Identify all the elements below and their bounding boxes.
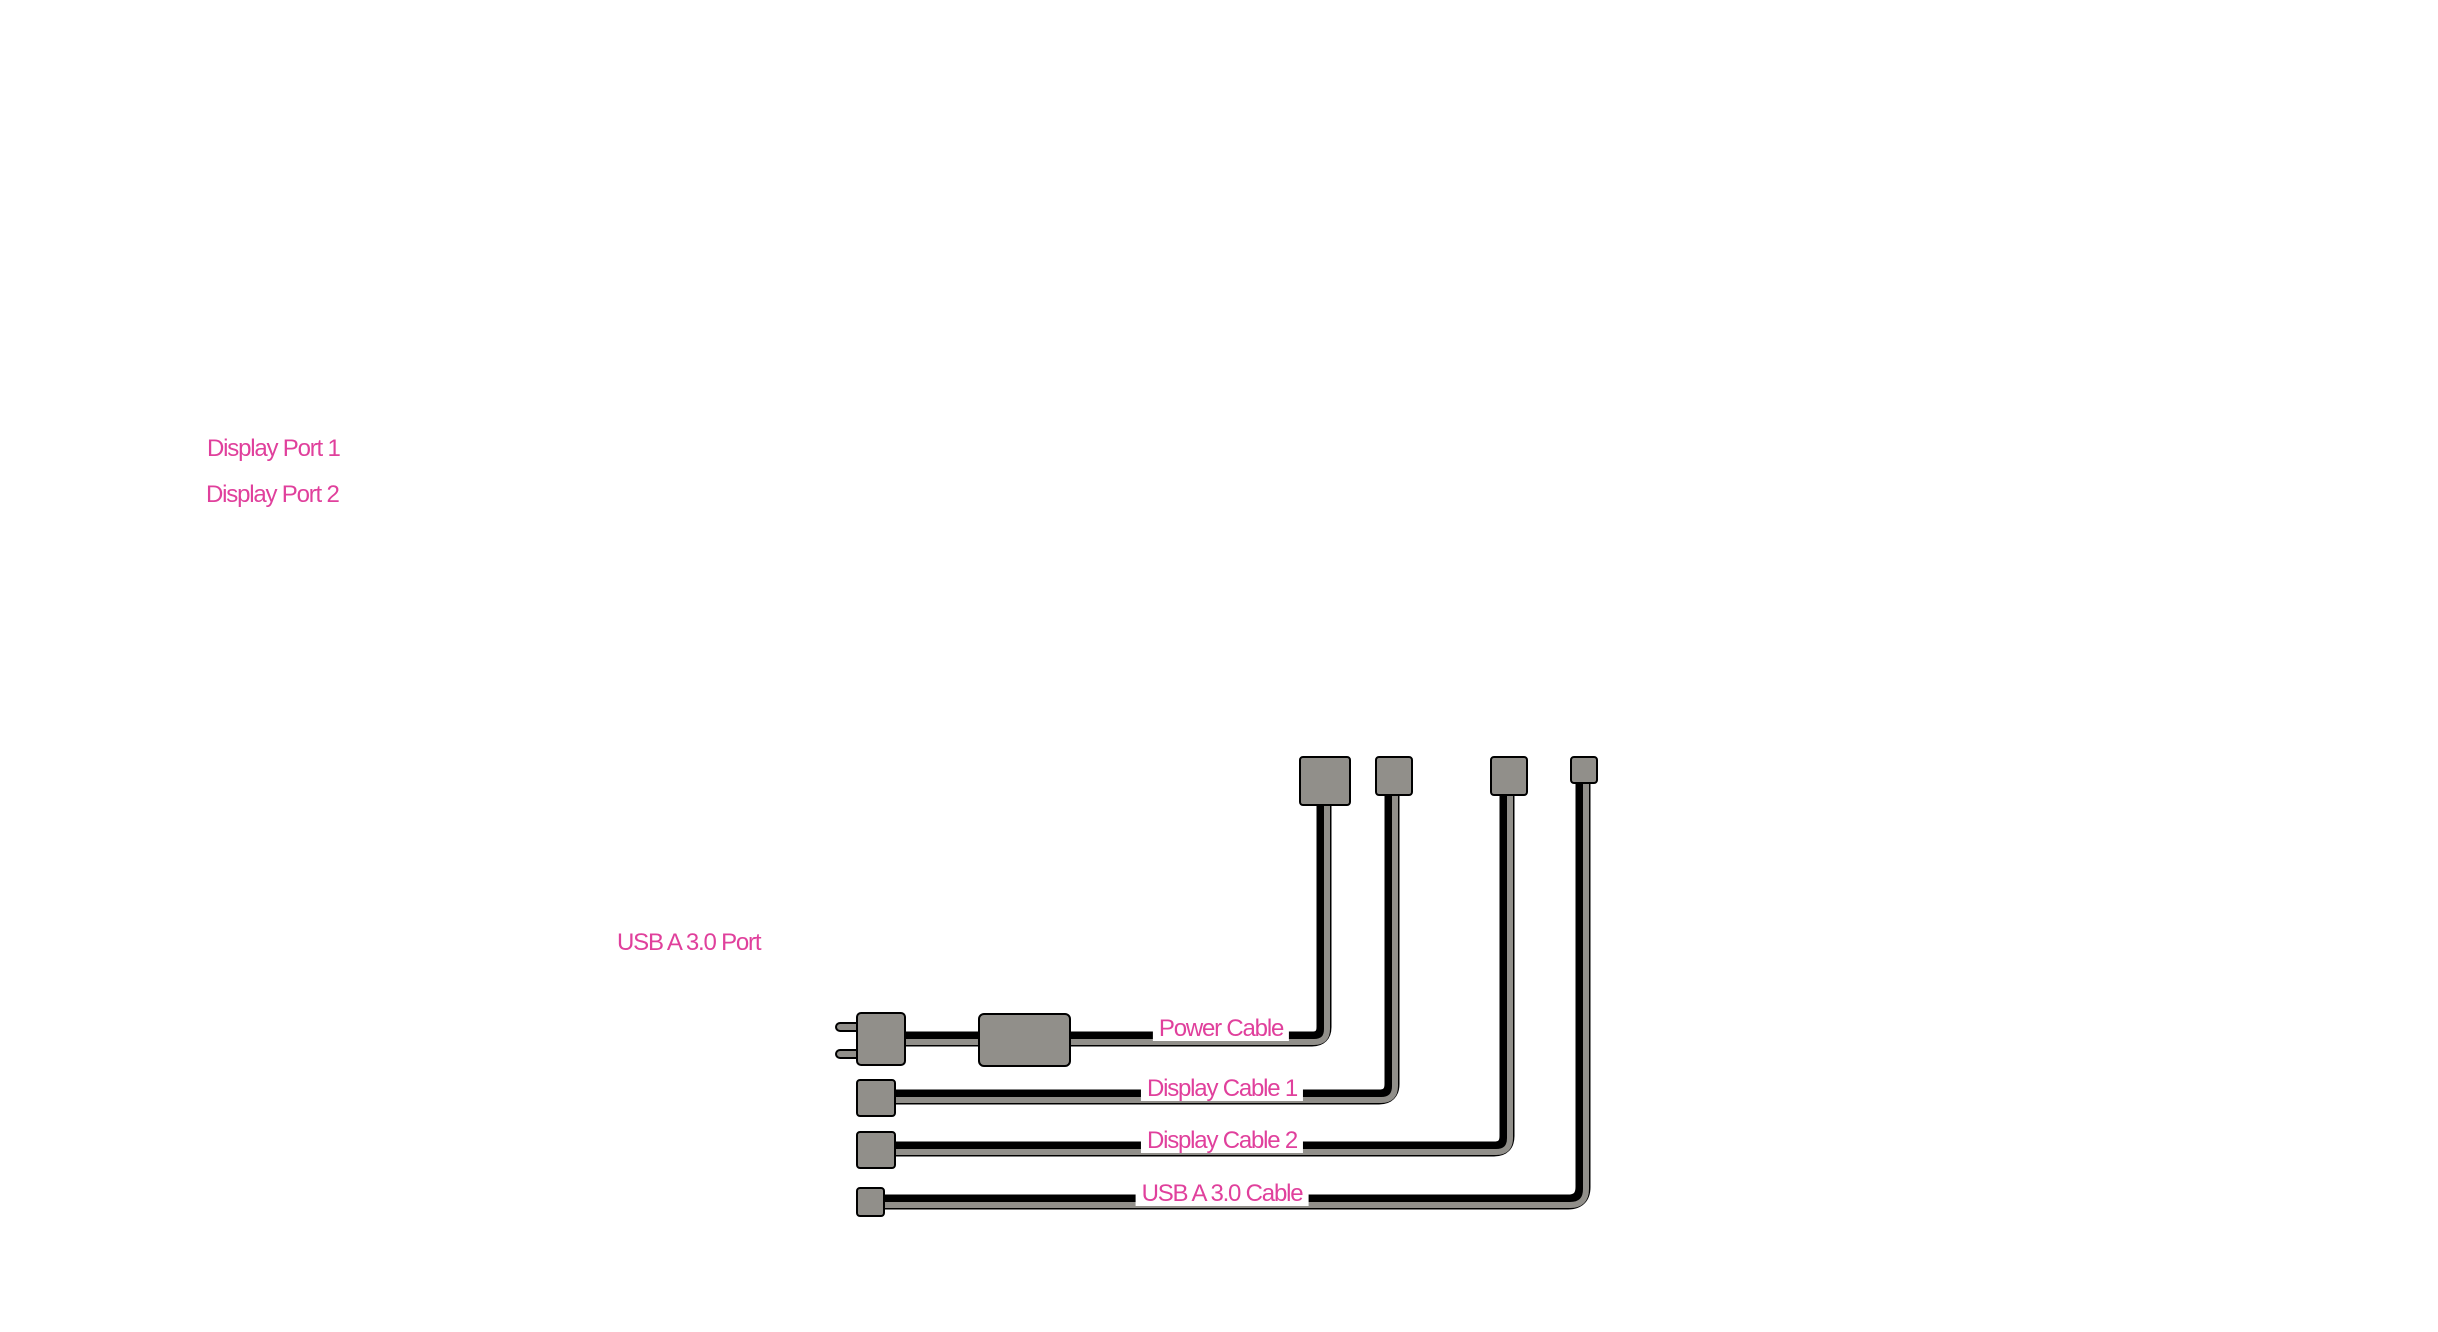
- display-cable-2-left-connector[interactable]: [856, 1131, 896, 1169]
- usb-port-label: USB A 3.0 Port: [617, 929, 761, 956]
- power-cable-top-connector[interactable]: [1299, 756, 1351, 806]
- power-cable: [900, 800, 1332, 1047]
- usb-cable-left-connector[interactable]: [856, 1187, 885, 1217]
- usb-cable: [880, 780, 1591, 1210]
- display-cable-2-top-connector[interactable]: [1490, 756, 1528, 796]
- display-cable-1-left-connector[interactable]: [856, 1079, 896, 1117]
- power-cable-label: Power Cable: [1152, 1017, 1290, 1041]
- display-port-1-label: Display Port 1: [207, 435, 341, 462]
- display-cable-2-label: Display Cable 2: [1140, 1129, 1304, 1153]
- display-cable-2-core: [890, 790, 1513, 1155]
- display-cable-2: [890, 790, 1515, 1157]
- usb-cable-label: USB A 3.0 Cable: [1135, 1182, 1309, 1206]
- power-plug-connector[interactable]: [856, 1012, 906, 1066]
- display-port-2-label: Display Port 2: [206, 481, 340, 508]
- power-adapter-brick: [978, 1013, 1071, 1067]
- display-cable-1-top-connector[interactable]: [1375, 756, 1413, 796]
- power-cable-outline: [900, 800, 1332, 1047]
- usb-cable-top-connector[interactable]: [1570, 756, 1598, 784]
- power-cable-core: [900, 800, 1330, 1045]
- display-cable-1-core: [890, 790, 1398, 1103]
- display-cable-1-label: Display Cable 1: [1140, 1077, 1304, 1101]
- usb-cable-core: [880, 780, 1589, 1208]
- display-cable-1: [890, 790, 1400, 1105]
